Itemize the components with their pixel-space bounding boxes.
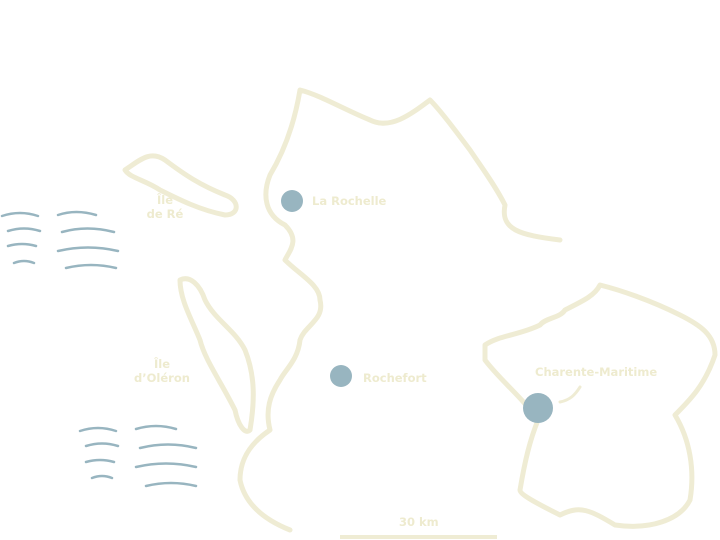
scale-label: 30 km [399, 515, 439, 529]
island-label-oleron: Île d’Oléron [132, 357, 192, 385]
island-label-line: Île [153, 357, 171, 371]
island-label-line: de Ré [146, 207, 184, 221]
city-label-rochefort: Rochefort [363, 371, 427, 385]
inset-arrow [558, 385, 582, 404]
mainland-coast [237, 87, 563, 533]
city-label-la-rochelle: La Rochelle [312, 194, 387, 208]
sea-waves-south [78, 424, 198, 488]
ile-d-oleron [177, 276, 256, 434]
island-label-line: Île [156, 193, 174, 207]
france-outline [482, 282, 718, 529]
island-label-line: d’Oléron [134, 371, 190, 385]
inset-label: Charente-Maritime [535, 365, 658, 379]
city-dot-rochefort [330, 365, 352, 387]
charente-maritime-marker [523, 393, 553, 423]
island-label-re: Île de Ré [140, 193, 190, 221]
city-dot-la-rochelle [281, 190, 303, 212]
sea-waves-north [0, 210, 120, 270]
ile-de-re [122, 153, 239, 218]
